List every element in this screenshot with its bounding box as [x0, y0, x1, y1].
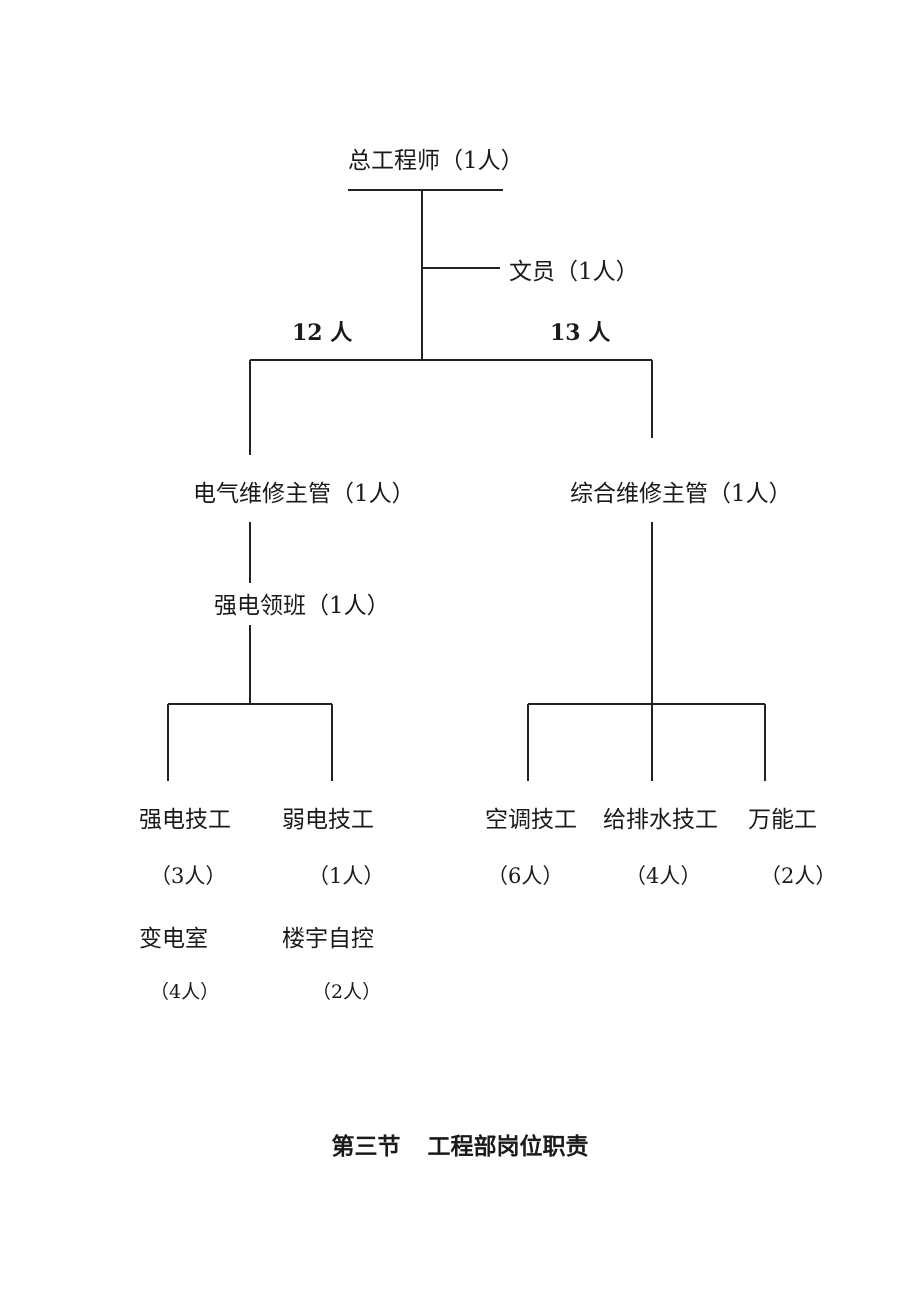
general-supervisor-box: 综合维修主管（1人）	[570, 481, 792, 507]
hvac-tech-count: （6人）	[487, 864, 564, 888]
building-automation-label: 楼宇自控	[282, 926, 374, 952]
left-headcount-label: 12 人	[292, 320, 353, 346]
electrical-supervisor-box: 电气维修主管（1人）	[193, 481, 415, 507]
strong-tech-count: （3人）	[150, 864, 227, 888]
clerk-box: 文员（1人）	[509, 259, 639, 285]
handyman-count: （2人）	[760, 864, 837, 888]
section-title: 工程部岗位职责	[427, 1133, 589, 1160]
weak-tech-count: （1人）	[308, 864, 385, 888]
right-headcount-label: 13 人	[550, 320, 611, 346]
plumbing-tech-count: （4人）	[625, 864, 702, 888]
section-number: 第三节	[331, 1133, 401, 1160]
hvac-tech-label: 空调技工	[485, 807, 577, 833]
handyman-label: 万能工	[748, 807, 817, 833]
section-heading: 第三节工程部岗位职责	[0, 1127, 920, 1161]
strong-tech-label: 强电技工	[139, 807, 231, 833]
weak-tech-label: 弱电技工	[282, 807, 374, 833]
plumbing-tech-label: 给排水技工	[603, 807, 718, 833]
chief-engineer-box: 总工程师（1人）	[348, 148, 524, 174]
substation-count: （4人）	[150, 981, 220, 1003]
building-automation-count: （2人）	[312, 981, 382, 1003]
substation-label: 变电室	[139, 926, 208, 952]
strong-current-lead-box: 强电领班（1人）	[214, 593, 390, 619]
